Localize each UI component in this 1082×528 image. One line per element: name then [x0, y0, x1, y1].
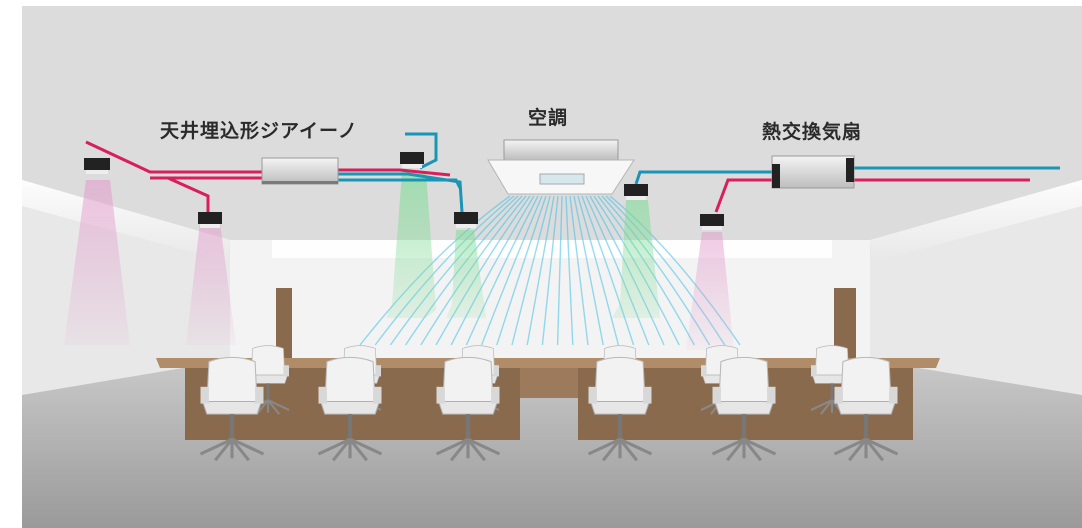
- exhaust-duct-1: [336, 172, 464, 213]
- ac-airflow-line: [496, 195, 547, 346]
- supply-duct-left-1: [85, 140, 262, 174]
- erv-unit: [771, 155, 855, 189]
- green-airflows: [386, 172, 660, 318]
- ac-airflow-line: [389, 195, 519, 346]
- ac-airflow-line: [359, 195, 511, 346]
- ac-airflow-line: [585, 195, 650, 346]
- outlet-unit-mid: [198, 212, 222, 228]
- ac-airflow-line: [435, 195, 531, 346]
- ac-airflow-line: [374, 195, 515, 346]
- outlet-unit-center: [454, 212, 478, 228]
- ac-airflow-line: [450, 195, 535, 346]
- outlet-unit-left: [84, 158, 110, 174]
- ac-airflow-line: [511, 195, 551, 346]
- ac-airflow-line: [577, 195, 620, 346]
- supply-duct-left-2: [167, 176, 210, 215]
- chair-front: [833, 356, 899, 462]
- chair-front: [435, 356, 501, 462]
- ac-airflow-line: [541, 195, 559, 346]
- far-wall: [230, 240, 870, 360]
- hydronic-main-unit: [261, 157, 339, 185]
- chair-front: [711, 356, 777, 462]
- left-light-strip: [22, 180, 230, 262]
- ac-airflow-line: [526, 195, 555, 346]
- ceiling-hydronic-label: 天井埋込形ジアイーノ: [160, 120, 358, 142]
- left-pillar: [276, 288, 292, 360]
- ac-airflow-line: [465, 195, 539, 346]
- room: [22, 6, 1082, 528]
- ac-airflow-line: [569, 195, 589, 346]
- outlet-unit-top: [400, 152, 424, 168]
- right-pillar: [834, 288, 856, 360]
- pink-airflow-mid: [186, 222, 236, 345]
- chair-front: [587, 356, 653, 462]
- ducts: [85, 132, 1060, 215]
- right-light-strip: [870, 180, 1082, 262]
- exhaust-duct-4: [634, 170, 780, 185]
- ac-airflow-line: [581, 195, 635, 346]
- ac-airflow-line: [480, 195, 543, 346]
- air-conditioner-label: 空調: [528, 107, 569, 129]
- green-airflow-left: [386, 172, 436, 318]
- pink-airflow-left: [64, 180, 130, 345]
- green-airflow-mid: [446, 230, 486, 318]
- outlet-unit-right-1: [624, 184, 648, 200]
- ac-cassette-unit: [487, 139, 635, 195]
- chair-front: [199, 356, 265, 462]
- units: [84, 139, 855, 230]
- supply-duct-5: [714, 178, 780, 213]
- ac-airflow-line: [573, 195, 604, 346]
- outlet-unit-right-2: [700, 214, 724, 230]
- ac-airflow-line: [556, 195, 563, 346]
- heat-exchange-ventilator-label: 熱交換気扇: [762, 121, 863, 143]
- pink-airflows: [64, 180, 734, 350]
- green-airflow-right: [612, 200, 660, 318]
- exhaust-duct-2: [336, 178, 462, 189]
- exhaust-duct-3: [405, 132, 438, 170]
- supply-duct-right-1: [336, 168, 451, 177]
- chairs-front: [199, 356, 899, 462]
- chair-front: [317, 356, 383, 462]
- chair-back: [246, 345, 290, 415]
- ac-airflow-line: [565, 195, 574, 346]
- pink-airflow-right: [686, 232, 734, 350]
